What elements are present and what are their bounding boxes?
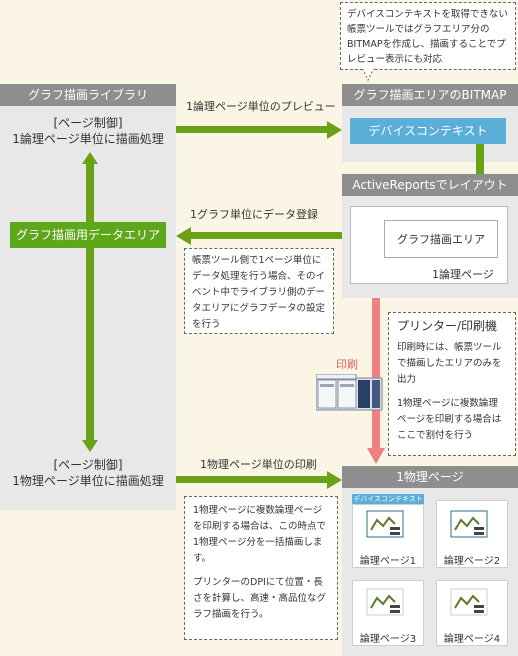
left-double-arrow <box>82 152 98 452</box>
bottom-note-p2: プリンターのDPIにて位置・長さを計算し、高速・高品位なグラフ描画を行う。 <box>193 577 327 620</box>
logical-page-3-label: 論理ページ3 <box>359 634 417 645</box>
preview-arrow-label: 1論理ページ単位のプレビュー <box>186 100 336 113</box>
logical-page-draw-label: 1論理ページ単位に描画処理 <box>12 132 164 146</box>
note-pointer-top <box>361 68 375 82</box>
graph-library-header: グラフ描画ライブラリ <box>0 84 176 106</box>
physical-page-header: 1物理ページ <box>342 466 518 488</box>
logical-page-4-label: 論理ページ4 <box>443 634 501 645</box>
chart-icon-4 <box>450 588 488 616</box>
bottom-note-p1: 1物理ページに複数論理ページを印刷する場合は、この時点で1物理ページ分を一括描画… <box>193 505 327 564</box>
page-control-top-label: [ページ制御] <box>53 116 123 130</box>
layout-panel-header: ActiveReportsでレイアウト <box>342 174 518 196</box>
print-label: 印刷 <box>336 358 358 371</box>
printer-note: プリンター/印刷機 印刷時には、帳票ツールで描画したエリアのみを出力 1物理ペー… <box>388 312 516 456</box>
bottom-note: 1物理ページに複数論理ページを印刷する場合は、この時点で1物理ページ分を一括描画… <box>184 496 338 640</box>
physical-page-draw-label: 1物理ページ単位に描画処理 <box>12 474 164 488</box>
printer-note-p1: 印刷時には、帳票ツールで描画したエリアのみを出力 <box>397 342 502 385</box>
device-context-tag: デバイスコンテキスト <box>352 494 424 504</box>
print-arrow <box>367 298 385 464</box>
printer-note-title: プリンター/印刷機 <box>397 319 498 333</box>
register-arrow <box>176 227 342 245</box>
printer-icon <box>316 374 383 411</box>
chart-icon-2 <box>450 510 488 538</box>
graph-area-box: グラフ描画エリア <box>384 220 498 258</box>
printer-note-p2: 1物理ページに複数論理ページを印刷する場合はここで割付を行う <box>397 398 502 441</box>
bitmap-panel-header: グラフ描画エリアのBITMAP <box>342 84 518 106</box>
logical-page-label: 1論理ページ <box>432 268 494 281</box>
logical-page-2-label: 論理ページ2 <box>443 556 501 567</box>
logical-page-1-label: 論理ページ1 <box>359 556 417 567</box>
register-arrow-label: 1グラフ単位にデータ登録 <box>190 208 318 221</box>
page-control-bottom-label: [ページ制御] <box>53 458 123 472</box>
physical-print-arrow-label: 1物理ページ単位の印刷 <box>200 458 317 471</box>
graph-data-area: グラフ描画用データエリア <box>10 222 166 248</box>
physical-print-arrow <box>176 471 342 489</box>
top-note: デバイスコンテキストを取得できない帳票ツールではグラフエリア分のBITMAPを作… <box>340 2 516 70</box>
preview-arrow <box>176 121 342 139</box>
device-context-box: デバイスコンテキスト <box>350 118 506 144</box>
chart-icon-1 <box>366 510 404 538</box>
middle-note: 帳票ツール側で1ページ単位にデータ処理を行う場合、そのイベント中でライブラリ側の… <box>184 248 334 334</box>
chart-icon-3 <box>366 588 404 616</box>
